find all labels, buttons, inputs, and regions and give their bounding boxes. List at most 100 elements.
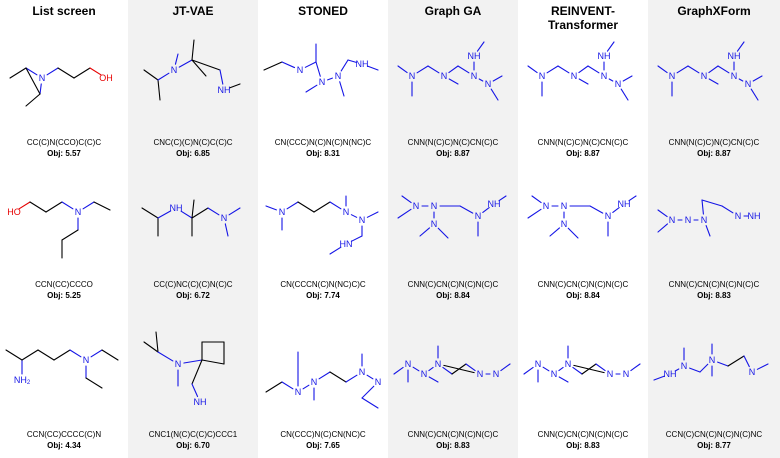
objective-score: Obj: 6.72 [176, 291, 210, 300]
bond [630, 363, 641, 372]
bond [281, 381, 294, 390]
bond [437, 227, 449, 239]
bond [329, 201, 342, 210]
bond [397, 208, 412, 219]
bond [567, 227, 579, 239]
bond [361, 397, 379, 409]
atom-label: NH [468, 51, 481, 61]
bond [620, 88, 629, 101]
bond [606, 41, 615, 52]
bond [589, 205, 604, 214]
bond [622, 75, 633, 82]
bond [340, 59, 349, 72]
bond [699, 363, 709, 373]
atom-label: NH [598, 51, 611, 61]
bond [155, 331, 159, 353]
bond [25, 93, 41, 107]
smiles-string: CNC1(N(C)C(C)C)CCC1 [148, 430, 238, 439]
bond [61, 201, 74, 210]
bond [708, 65, 719, 74]
atom-label: NH [194, 397, 207, 407]
bond [549, 227, 560, 237]
bond [45, 201, 63, 213]
atom-label: N [359, 215, 366, 225]
bond [578, 65, 589, 74]
atom-label: N [359, 367, 366, 377]
bond [327, 77, 333, 81]
bond [687, 65, 700, 74]
smiles-string: CC(C)NC(C)(C)N(C)C [153, 280, 233, 289]
bond [676, 65, 689, 74]
objective-score: Obj: 8.77 [697, 441, 731, 450]
bond [657, 209, 668, 218]
bond [101, 349, 119, 361]
atom-label: N [405, 359, 412, 369]
bond [448, 78, 459, 85]
bond [416, 65, 429, 74]
atom-label: N [421, 369, 428, 379]
atom-label: N [475, 211, 482, 221]
bond [157, 210, 172, 219]
bond [18, 201, 31, 210]
bond [302, 384, 310, 390]
bond [207, 207, 220, 216]
atom-label: N [607, 369, 614, 379]
bond [90, 349, 103, 358]
bond [318, 371, 331, 380]
bond [542, 366, 550, 372]
bond [305, 84, 318, 93]
bond [329, 246, 342, 255]
bond [721, 205, 734, 214]
objective-score: Obj: 5.25 [47, 291, 81, 300]
bond [157, 351, 174, 362]
bond [157, 72, 170, 81]
column-header: List screen [32, 4, 96, 18]
bond [61, 229, 79, 241]
bond [612, 207, 620, 213]
column-header: Graph GA [424, 4, 482, 18]
objective-score: Obj: 8.84 [436, 291, 470, 300]
atom-label: N [685, 215, 692, 225]
atom-label: N [669, 215, 676, 225]
bond [578, 78, 589, 85]
bond [412, 366, 420, 372]
bond [498, 195, 507, 202]
bond [69, 349, 82, 358]
bond [448, 65, 459, 74]
atom-label: HN [340, 239, 353, 249]
bond [297, 201, 315, 213]
atom-label: N [297, 65, 304, 75]
smiles-string: CNN(C)CN(C)N(C)N(C)C [537, 280, 629, 289]
bond [183, 359, 203, 364]
bond [224, 223, 229, 237]
atom-label: N [175, 359, 182, 369]
atom-label: N [295, 387, 302, 397]
bond [492, 75, 503, 82]
atom-label: N [493, 369, 500, 379]
bond [443, 364, 475, 374]
objective-score: Obj: 6.85 [176, 149, 210, 158]
bond [689, 367, 701, 373]
smiles-string: CNC(C)(C)N(C)C(C)C [153, 138, 233, 147]
atom-label: N [669, 71, 676, 81]
bond [191, 199, 195, 219]
bond [350, 214, 358, 218]
bond [191, 383, 199, 398]
objective-score: Obj: 7.74 [306, 291, 340, 300]
atom-label: N [39, 73, 46, 83]
atom-label: N [681, 361, 688, 371]
bond [557, 65, 570, 74]
